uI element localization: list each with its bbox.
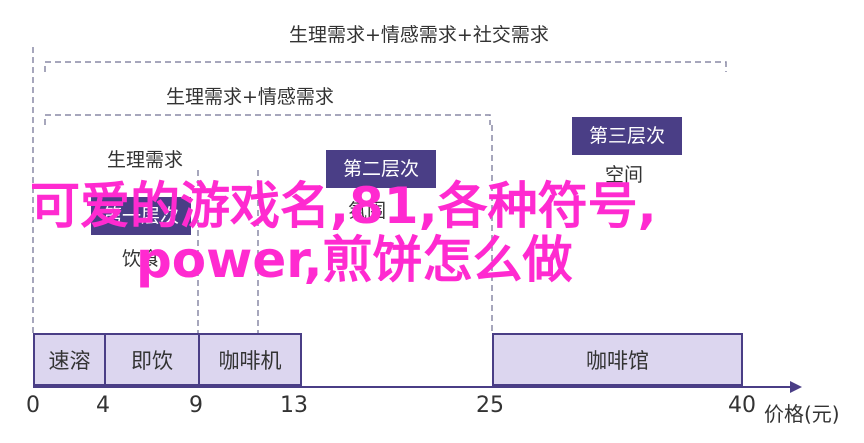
tier-caption-3: 空间 [605, 164, 644, 186]
tier-badge-3: 第三层次 [572, 117, 682, 155]
level-label-physio-emotion: 生理需求+情感需求 [166, 86, 334, 108]
tick-0: 0 [26, 393, 40, 418]
x-axis-arrow [790, 381, 802, 393]
segment-coffee-shop: 咖啡馆 [492, 333, 743, 386]
tier-badge-2: 第二层次 [326, 150, 436, 188]
segment-ready-to-drink: 即饮 [104, 333, 200, 386]
segment-instant: 速溶 [33, 333, 106, 386]
tick-4: 4 [96, 393, 110, 418]
tick-9: 9 [189, 393, 203, 418]
bracket-level-1 [44, 61, 727, 72]
tier-badge-1: 第一层次 [91, 197, 191, 235]
tick-40: 40 [728, 393, 756, 418]
x-axis-name: 价格(元) [764, 402, 840, 426]
overlay-text-line-2: power,煎饼怎么做 [136, 231, 573, 289]
segment-coffee-machine: 咖啡机 [198, 333, 302, 386]
bracket-level-2 [44, 114, 491, 125]
level-label-all: 生理需求+情感需求+社交需求 [289, 24, 549, 46]
tick-13: 13 [280, 393, 308, 418]
level-label-physio: 生理需求 [107, 149, 184, 171]
overlay-text-line-1: 可爱的游戏名,81,各种符号, [30, 177, 657, 235]
tier-caption-2: 氛围 [348, 200, 387, 222]
tier-caption-1: 饮食 [122, 248, 161, 270]
tick-25: 25 [476, 393, 504, 418]
